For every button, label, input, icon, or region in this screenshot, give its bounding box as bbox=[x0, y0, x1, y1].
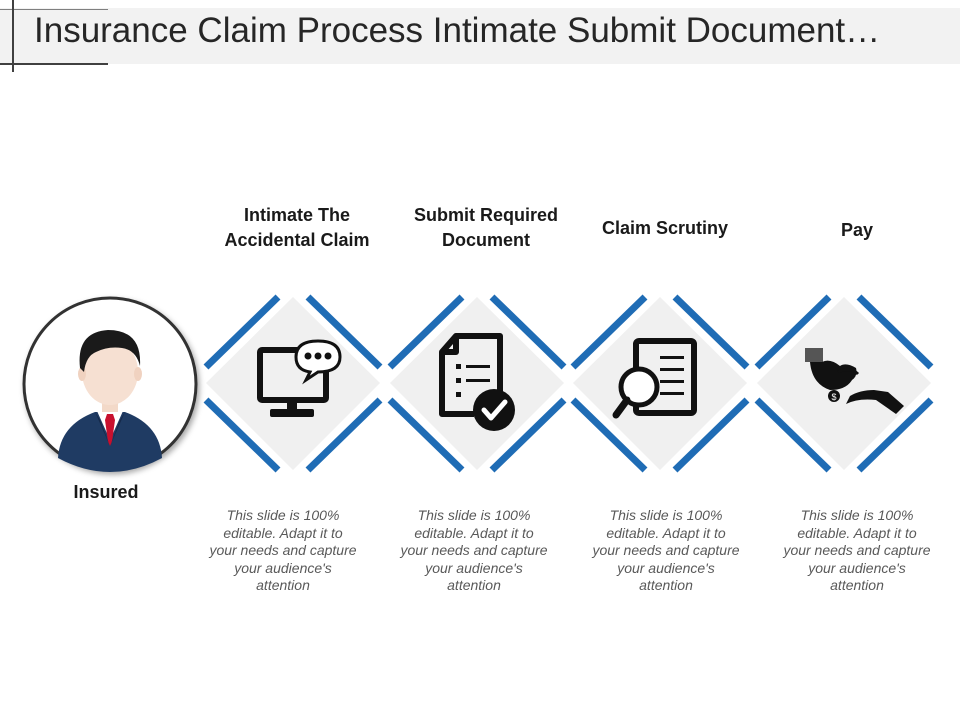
step-2-label: Submit Required Document bbox=[413, 205, 558, 250]
svg-text:$: $ bbox=[831, 392, 836, 402]
step-3-description: This slide is 100% editable. Adapt it to… bbox=[592, 507, 740, 593]
step-1-diamond bbox=[203, 294, 383, 473]
step-1-label: Intimate The Accidental Claim bbox=[224, 205, 370, 250]
step-3-diamond bbox=[570, 294, 750, 473]
insured-label: Insured bbox=[73, 482, 139, 502]
slide-title: Insurance Claim Process Intimate Submit … bbox=[34, 11, 881, 50]
corner-line-horizontal bbox=[0, 63, 108, 65]
insured-avatar bbox=[22, 296, 198, 472]
title-bar bbox=[0, 8, 960, 64]
step-4-description: This slide is 100% editable. Adapt it to… bbox=[783, 507, 931, 593]
step-2-diamond bbox=[387, 294, 567, 473]
magnifier-document-icon bbox=[612, 338, 697, 419]
step-4-label: Pay bbox=[840, 220, 874, 240]
corner-line-vertical bbox=[12, 0, 14, 72]
document-check-icon bbox=[439, 333, 515, 431]
hand-payment-icon: $ bbox=[805, 348, 904, 414]
computer-chat-icon bbox=[257, 339, 342, 417]
step-1-description: This slide is 100% editable. Adapt it to… bbox=[209, 507, 357, 593]
corner-line-top bbox=[0, 9, 108, 10]
step-3-label: Claim Scrutiny bbox=[601, 218, 729, 238]
step-2-description: This slide is 100% editable. Adapt it to… bbox=[400, 507, 548, 593]
